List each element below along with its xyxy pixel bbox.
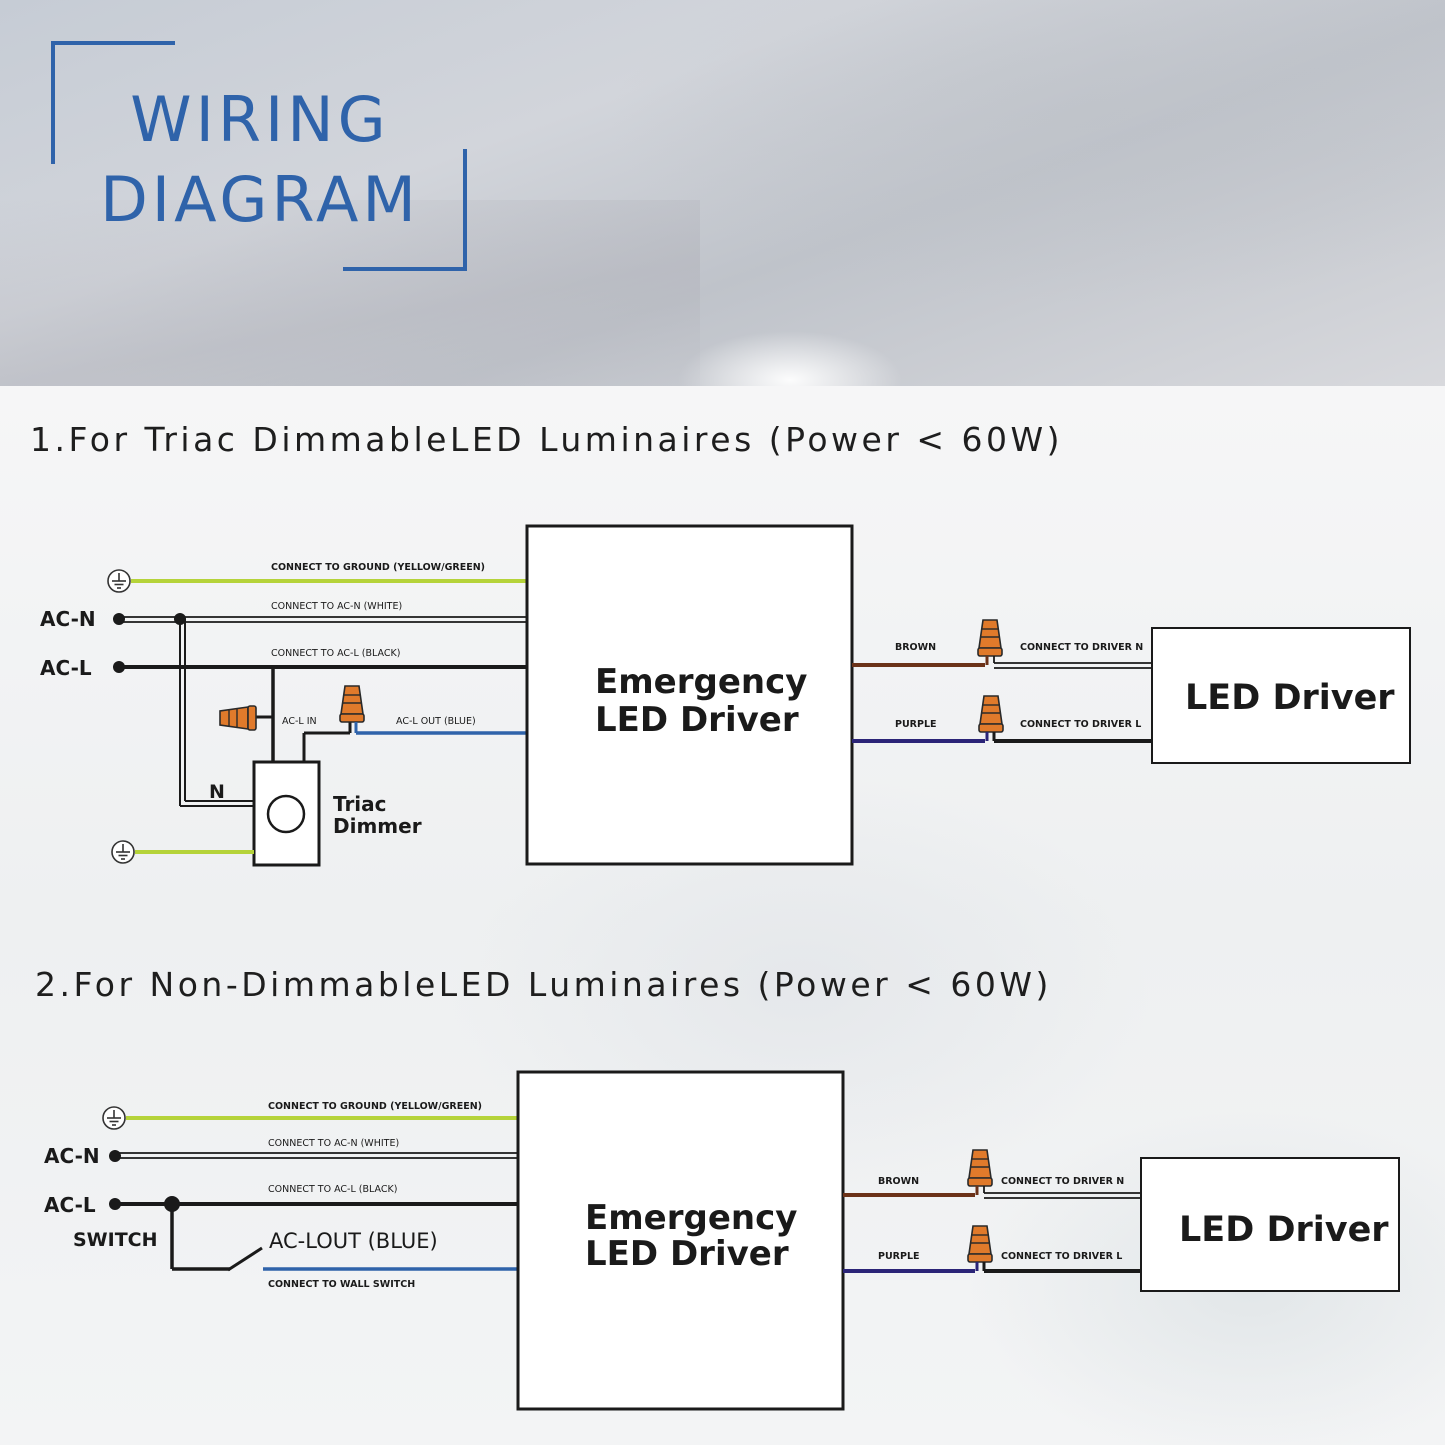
section1-ground-symbol [107, 569, 131, 593]
section2-acl-out-label: AC-LOUT (BLUE) [269, 1229, 438, 1253]
section2-acl-label: CONNECT TO AC-L (BLACK) [268, 1184, 397, 1195]
section2-switch-label: SWITCH [73, 1229, 158, 1251]
section2-emergency-driver-box [516, 1070, 845, 1411]
section1-acl-in-label: AC-L IN [282, 716, 317, 727]
section2-ground-symbol [102, 1106, 126, 1130]
section1-emergency-driver-box [525, 524, 854, 866]
dimmer-n-label: N [209, 781, 225, 803]
section2-brown-label: BROWN [878, 1176, 919, 1187]
section1-acl-label: CONNECT TO AC-L (BLACK) [271, 648, 400, 659]
section1-ac-l-label: AC-L [40, 656, 92, 680]
page-title-line2: DIAGRAM [100, 163, 420, 236]
banner-shade [0, 200, 700, 386]
section1-purple-label: PURPLE [895, 719, 937, 730]
section1-brown-label: BROWN [895, 642, 936, 653]
section2-emergency-label-line1: Emergency [585, 1198, 797, 1238]
section1-wire-nut-driver-l [978, 695, 1004, 733]
section1-driver-l-label: CONNECT TO DRIVER L [1020, 719, 1141, 730]
section2-diagram: AC-N AC-L SWITCH CONNECT TO GROUND (YELL… [44, 1070, 1400, 1411]
section1-emergency-label-line1: Emergency [595, 662, 807, 702]
dimmer-label-line1: Triac [333, 792, 387, 816]
section2-wire-nut-driver-l [967, 1225, 993, 1263]
section1-led-driver-box [1151, 627, 1411, 764]
wall-switch-lever[interactable] [227, 1246, 263, 1272]
section1-emergency-label-line2: LED Driver [595, 700, 799, 740]
section1-acl-out-label: AC-L OUT (BLUE) [396, 716, 476, 727]
header-banner: WIRING DIAGRAM [0, 0, 1445, 386]
section2-led-driver-label: LED Driver [1179, 1210, 1389, 1250]
dimmer-knob[interactable] [266, 794, 306, 834]
section2-ac-l-label: AC-L [44, 1193, 96, 1217]
section2-ground-label: CONNECT TO GROUND (YELLOW/GREEN) [268, 1101, 482, 1112]
section1-driver-n-label: CONNECT TO DRIVER N [1020, 642, 1143, 653]
page-title-line1: WIRING [130, 83, 390, 156]
section1-ground-label: CONNECT TO GROUND (YELLOW/GREEN) [271, 562, 485, 573]
section1-ac-n-label: AC-N [40, 607, 96, 631]
section2-title: 2.For Non-DimmableLED Luminaires (Power … [35, 965, 1052, 1004]
frame-corner-bottom-right [343, 267, 467, 271]
section2-led-driver-box [1140, 1157, 1400, 1292]
section2-wire-nut-driver-n [967, 1149, 993, 1187]
dimmer-label-line2: Dimmer [333, 814, 422, 838]
section1-led-driver-label: LED Driver [1185, 678, 1395, 718]
frame-corner-bottom-right-vertical [463, 149, 467, 271]
section1-title: 1.For Triac DimmableLED Luminaires (Powe… [30, 420, 1064, 459]
section2-driver-l-label: CONNECT TO DRIVER L [1001, 1251, 1122, 1262]
section1-diagram: AC-N AC-L CONNECT TO GROUND (YELLOW/GREE… [40, 524, 1411, 867]
page-title: WIRING DIAGRAM [95, 80, 425, 240]
section2-acn-terminal [109, 1150, 121, 1162]
section2-wall-switch-label: CONNECT TO WALL SWITCH [268, 1279, 415, 1290]
section1-wire-nut-acl-out [339, 685, 365, 723]
section2-ac-n-label: AC-N [44, 1144, 100, 1168]
section2-purple-label: PURPLE [878, 1251, 920, 1262]
section2-driver-n-label: CONNECT TO DRIVER N [1001, 1176, 1124, 1187]
section1-dimmer-ground-symbol [111, 840, 135, 864]
section1-wire-nut-driver-n [977, 619, 1003, 657]
frame-corner-top-left [51, 41, 175, 45]
frame-corner-top-left-vertical [51, 41, 55, 164]
section1-acn-terminal [113, 613, 125, 625]
section2-acn-label: CONNECT TO AC-N (WHITE) [268, 1138, 399, 1149]
section1-wire-nut-acl-in [219, 705, 257, 731]
section1-acn-label: CONNECT TO AC-N (WHITE) [271, 601, 402, 612]
section2-emergency-label-line2: LED Driver [585, 1234, 789, 1274]
